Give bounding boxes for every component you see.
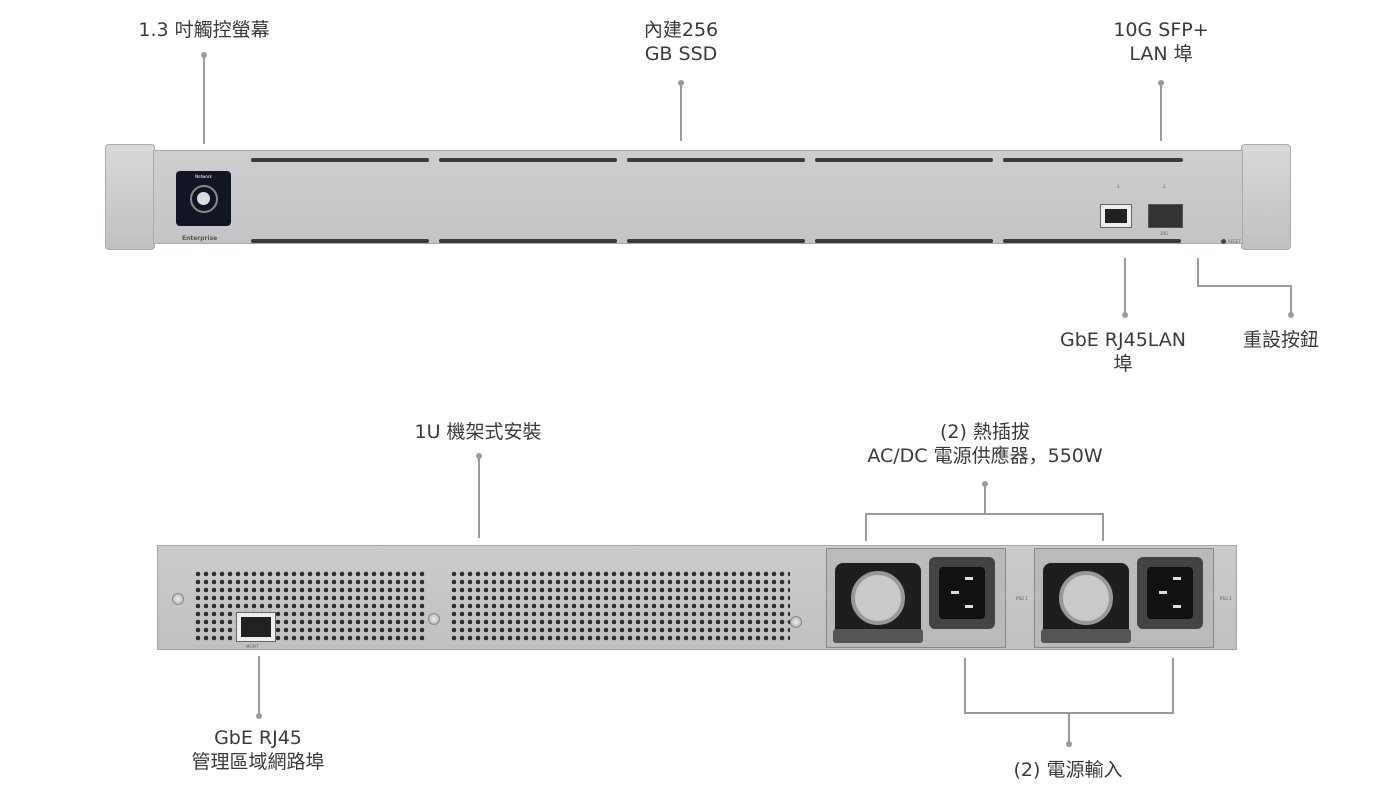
callout-line (865, 513, 867, 541)
callout-line (865, 513, 1104, 515)
callout-line (964, 658, 966, 713)
screen-ring-icon (190, 185, 218, 213)
vent-slot (439, 158, 617, 162)
callout-line (1197, 285, 1291, 287)
psu-2[interactable] (1034, 548, 1214, 648)
port-label: 1 (1117, 184, 1120, 189)
callout-psu: (2) 熱插拔 AC/DC 電源供應器，550W (867, 420, 1102, 468)
vent-slot (1003, 158, 1183, 162)
callout-rj45-line1: GbE RJ45LAN (1059, 329, 1187, 351)
power-inlet-2[interactable] (1137, 557, 1203, 629)
callout-line (1290, 285, 1292, 315)
rack-ear-left (105, 144, 155, 250)
callout-line (1197, 258, 1199, 286)
callout-line (478, 456, 480, 538)
callout-rj45-lan: GbE RJ45LAN 埠 (1060, 328, 1186, 376)
vent-slot (815, 239, 993, 243)
screen-knob-icon (197, 192, 210, 205)
callout-line (984, 484, 986, 514)
vent-slot (251, 158, 429, 162)
callout-dot (1288, 312, 1294, 318)
callout-line (1068, 712, 1070, 744)
vent-slot (1003, 239, 1181, 243)
rj45-lan-port[interactable] (1100, 204, 1132, 228)
screw-icon (790, 616, 802, 628)
callout-line (680, 83, 682, 141)
front-panel: Network Enterprise 1 2 10G RESET (105, 144, 1291, 250)
fan-hub (851, 571, 905, 625)
callout-line (1124, 258, 1126, 315)
pin (1173, 605, 1181, 608)
callout-psu-line1: (2) 熱插拔 (940, 421, 1030, 443)
power-socket-icon (939, 567, 985, 619)
mgmt-port[interactable] (236, 612, 276, 642)
sfp-port[interactable] (1148, 204, 1183, 228)
fan-icon (833, 563, 923, 643)
vent-slot (815, 158, 993, 162)
rj45-socket-icon (241, 617, 271, 637)
psu-handle[interactable] (833, 629, 923, 643)
vent-grille (450, 570, 790, 642)
callout-line (203, 55, 205, 144)
sfp-speed-label: 10G (1160, 231, 1169, 236)
brand-label: Enterprise (182, 235, 218, 242)
callout-line (1172, 658, 1174, 713)
screw-icon (428, 613, 440, 625)
callout-dot (1122, 312, 1128, 318)
callout-mgmt-line2: 管理區域網路埠 (191, 751, 325, 773)
callout-line (1102, 513, 1104, 541)
pin (965, 605, 973, 608)
callout-mgmt: GbE RJ45 管理區域網路埠 (191, 726, 324, 774)
vent-slot (627, 158, 805, 162)
callout-touchscreen: 1.3 吋觸控螢幕 (138, 19, 270, 41)
callout-rj45-line2: 埠 (1113, 353, 1133, 375)
reset-button[interactable] (1221, 239, 1226, 244)
callout-ssd-line1: 內建256 (643, 19, 719, 41)
vent-slot (627, 239, 805, 243)
rear-panel: MGMT PSU 1 PSU 2 (157, 545, 1237, 650)
callout-line (1160, 83, 1162, 141)
callout-dot (1066, 741, 1072, 747)
callout-reset: 重設按鈕 (1242, 329, 1320, 351)
power-socket-icon (1147, 567, 1193, 619)
callout-line (258, 656, 260, 716)
psu-label: PSU 1 (1016, 596, 1028, 601)
psu-1[interactable] (826, 548, 1006, 648)
touchscreen[interactable]: Network (176, 171, 231, 226)
screen-title: Network (195, 174, 212, 179)
callout-mgmt-line1: GbE RJ45 (214, 727, 302, 749)
fan-icon (1041, 563, 1131, 643)
callout-rack: 1U 機架式安裝 (414, 421, 542, 443)
vent-slot (439, 239, 617, 243)
callout-sfp-line1: 10G SFP+ (1113, 19, 1209, 41)
vent-slot (251, 239, 429, 243)
port-label: 2 (1163, 184, 1166, 189)
power-inlet-1[interactable] (929, 557, 995, 629)
callout-power-input: (2) 電源輸入 (1013, 759, 1123, 781)
screw-icon (172, 593, 184, 605)
pin (965, 577, 973, 580)
callout-ssd: 內建256 GB SSD (644, 18, 718, 66)
callout-psu-line2: AC/DC 電源供應器，550W (867, 445, 1103, 467)
fan-hub (1059, 571, 1113, 625)
psu-label: PSU 2 (1220, 596, 1232, 601)
callout-ssd-line2: GB SSD (644, 43, 718, 65)
pin (1173, 577, 1181, 580)
rack-ear-right (1241, 144, 1291, 250)
rj45-socket-icon (1105, 209, 1127, 223)
vent-grille (194, 570, 426, 642)
callout-sfp-line2: LAN 埠 (1129, 43, 1193, 65)
callout-dot (256, 713, 262, 719)
front-face: Network Enterprise 1 2 10G RESET (153, 150, 1243, 244)
pin (951, 591, 959, 594)
psu-handle[interactable] (1041, 629, 1131, 643)
pin (1159, 591, 1167, 594)
callout-sfp: 10G SFP+ LAN 埠 (1113, 18, 1208, 66)
mgmt-label: MGMT (246, 644, 259, 649)
reset-label: RESET (1228, 239, 1241, 244)
